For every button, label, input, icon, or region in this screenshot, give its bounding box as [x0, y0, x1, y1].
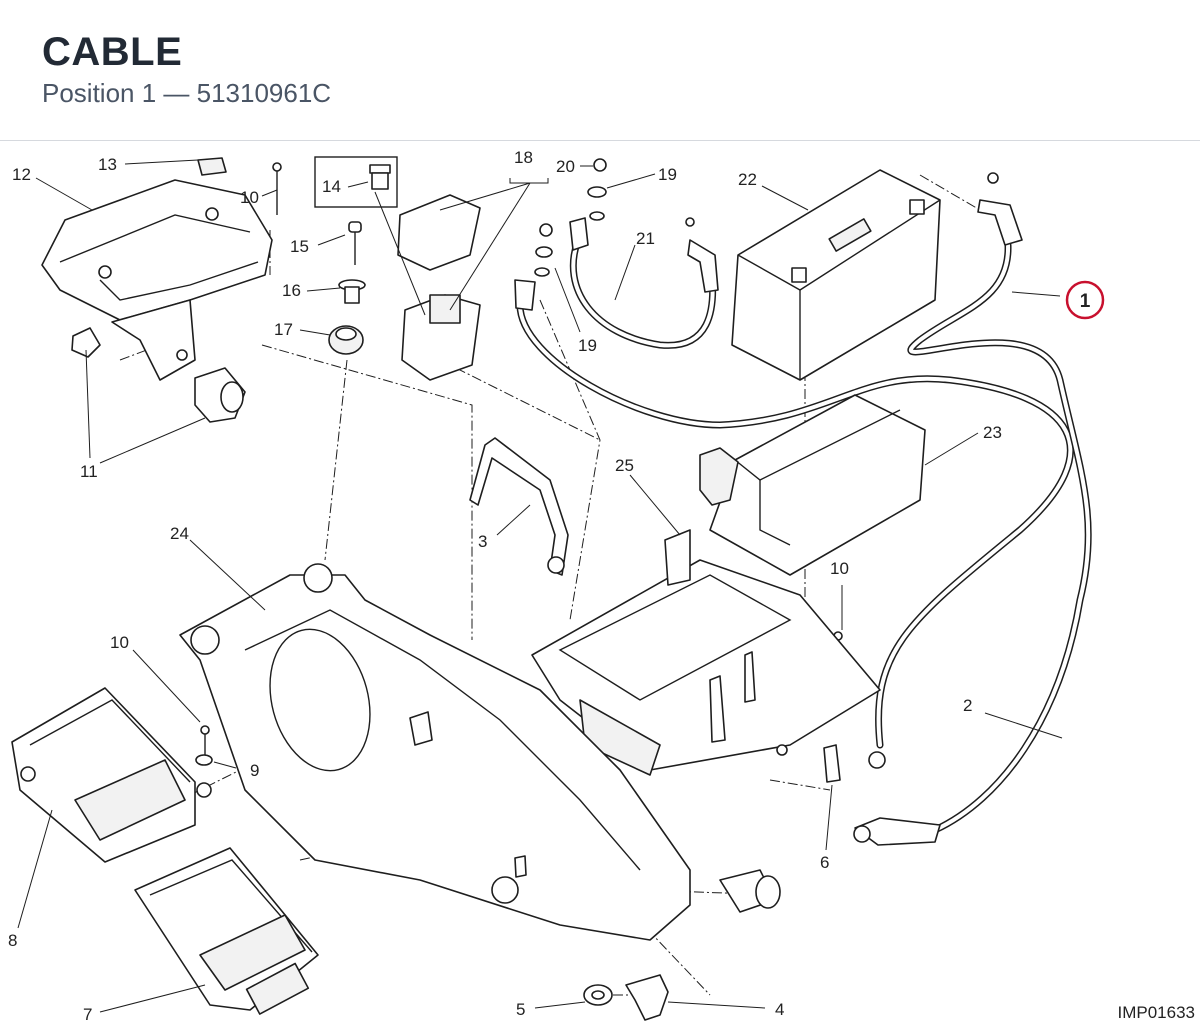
callout-10-top: 10	[240, 188, 259, 207]
screw-part-10-top	[272, 162, 282, 215]
socket-connector	[719, 869, 781, 913]
grommet-part-17	[328, 325, 364, 355]
highlighted-position-marker[interactable]: 1	[1065, 280, 1105, 320]
exploded-parts-diagram: 12 13 10 15 16 17 14 18 20 19 19 21 22 1…	[8, 148, 1195, 1024]
callout-7: 7	[83, 1005, 92, 1024]
callout-9: 9	[250, 761, 259, 780]
callout-15: 15	[290, 237, 309, 256]
nut-part-5	[583, 984, 613, 1006]
callout-11: 11	[80, 462, 98, 481]
electrical-box-part-25	[531, 529, 881, 776]
cable-part-2	[853, 172, 1092, 846]
callout-25: 25	[615, 456, 634, 475]
header-divider	[0, 140, 1200, 141]
callout-19-bottom: 19	[578, 336, 597, 355]
callout-10-bottom: 10	[110, 633, 129, 652]
module-part-8	[11, 687, 212, 863]
battery-cable-part-21	[569, 217, 719, 349]
part-position-subtitle: Position 1 — 51310961C	[42, 78, 332, 108]
callout-14: 14	[322, 177, 341, 196]
screw-part-15	[348, 221, 362, 265]
callout-24: 24	[170, 524, 189, 543]
callout-8: 8	[8, 931, 17, 950]
battery-part-22	[731, 169, 941, 381]
callout-leaders	[17, 159, 1063, 1013]
callout-labels: 12 13 10 15 16 17 14 18 20 19 19 21 22 1…	[8, 148, 1195, 1024]
callout-21: 21	[636, 229, 655, 248]
callout-6: 6	[820, 853, 829, 872]
undertray-part-24	[179, 563, 691, 941]
bolt-part-20	[587, 158, 607, 221]
main-cable-part-1	[514, 279, 1074, 769]
connector-part-11	[71, 327, 246, 423]
callout-13: 13	[98, 155, 117, 174]
callout-23: 23	[983, 423, 1002, 442]
page-title: CABLE	[42, 30, 183, 74]
callout-17: 17	[274, 320, 293, 339]
fuse-inset-box	[314, 156, 398, 208]
bushing-part-16	[338, 279, 366, 304]
callout-22: 22	[738, 170, 757, 189]
callout-5: 5	[516, 1000, 525, 1019]
bracket-part-3	[469, 437, 569, 576]
relay-part-18	[397, 194, 481, 381]
illustration-code: IMP01633	[1118, 1003, 1196, 1022]
callout-4: 4	[775, 1000, 784, 1019]
module-part-7	[134, 847, 319, 1015]
page-header: CABLE Position 1 — 51310961C	[0, 0, 1200, 140]
callout-1: 1	[1080, 291, 1091, 312]
washer-part-9	[195, 754, 213, 766]
label-sticker-part-13	[197, 157, 227, 176]
highlight-ring	[1065, 280, 1105, 320]
callout-10-right-top: 10	[830, 559, 849, 578]
callout-2: 2	[963, 696, 972, 715]
fuse-part-14	[369, 164, 391, 190]
bolt-part-19	[534, 223, 553, 277]
callout-20: 20	[556, 157, 575, 176]
callout-19-top: 19	[658, 165, 677, 184]
battery-tray-part-23	[699, 394, 926, 576]
callout-16: 16	[282, 281, 301, 300]
callout-3: 3	[478, 532, 487, 551]
callout-18: 18	[514, 148, 533, 167]
clip-part-6	[823, 744, 841, 783]
clip-part-4	[625, 974, 669, 1021]
control-unit-part-12	[41, 179, 273, 381]
callout-12: 12	[12, 165, 31, 184]
